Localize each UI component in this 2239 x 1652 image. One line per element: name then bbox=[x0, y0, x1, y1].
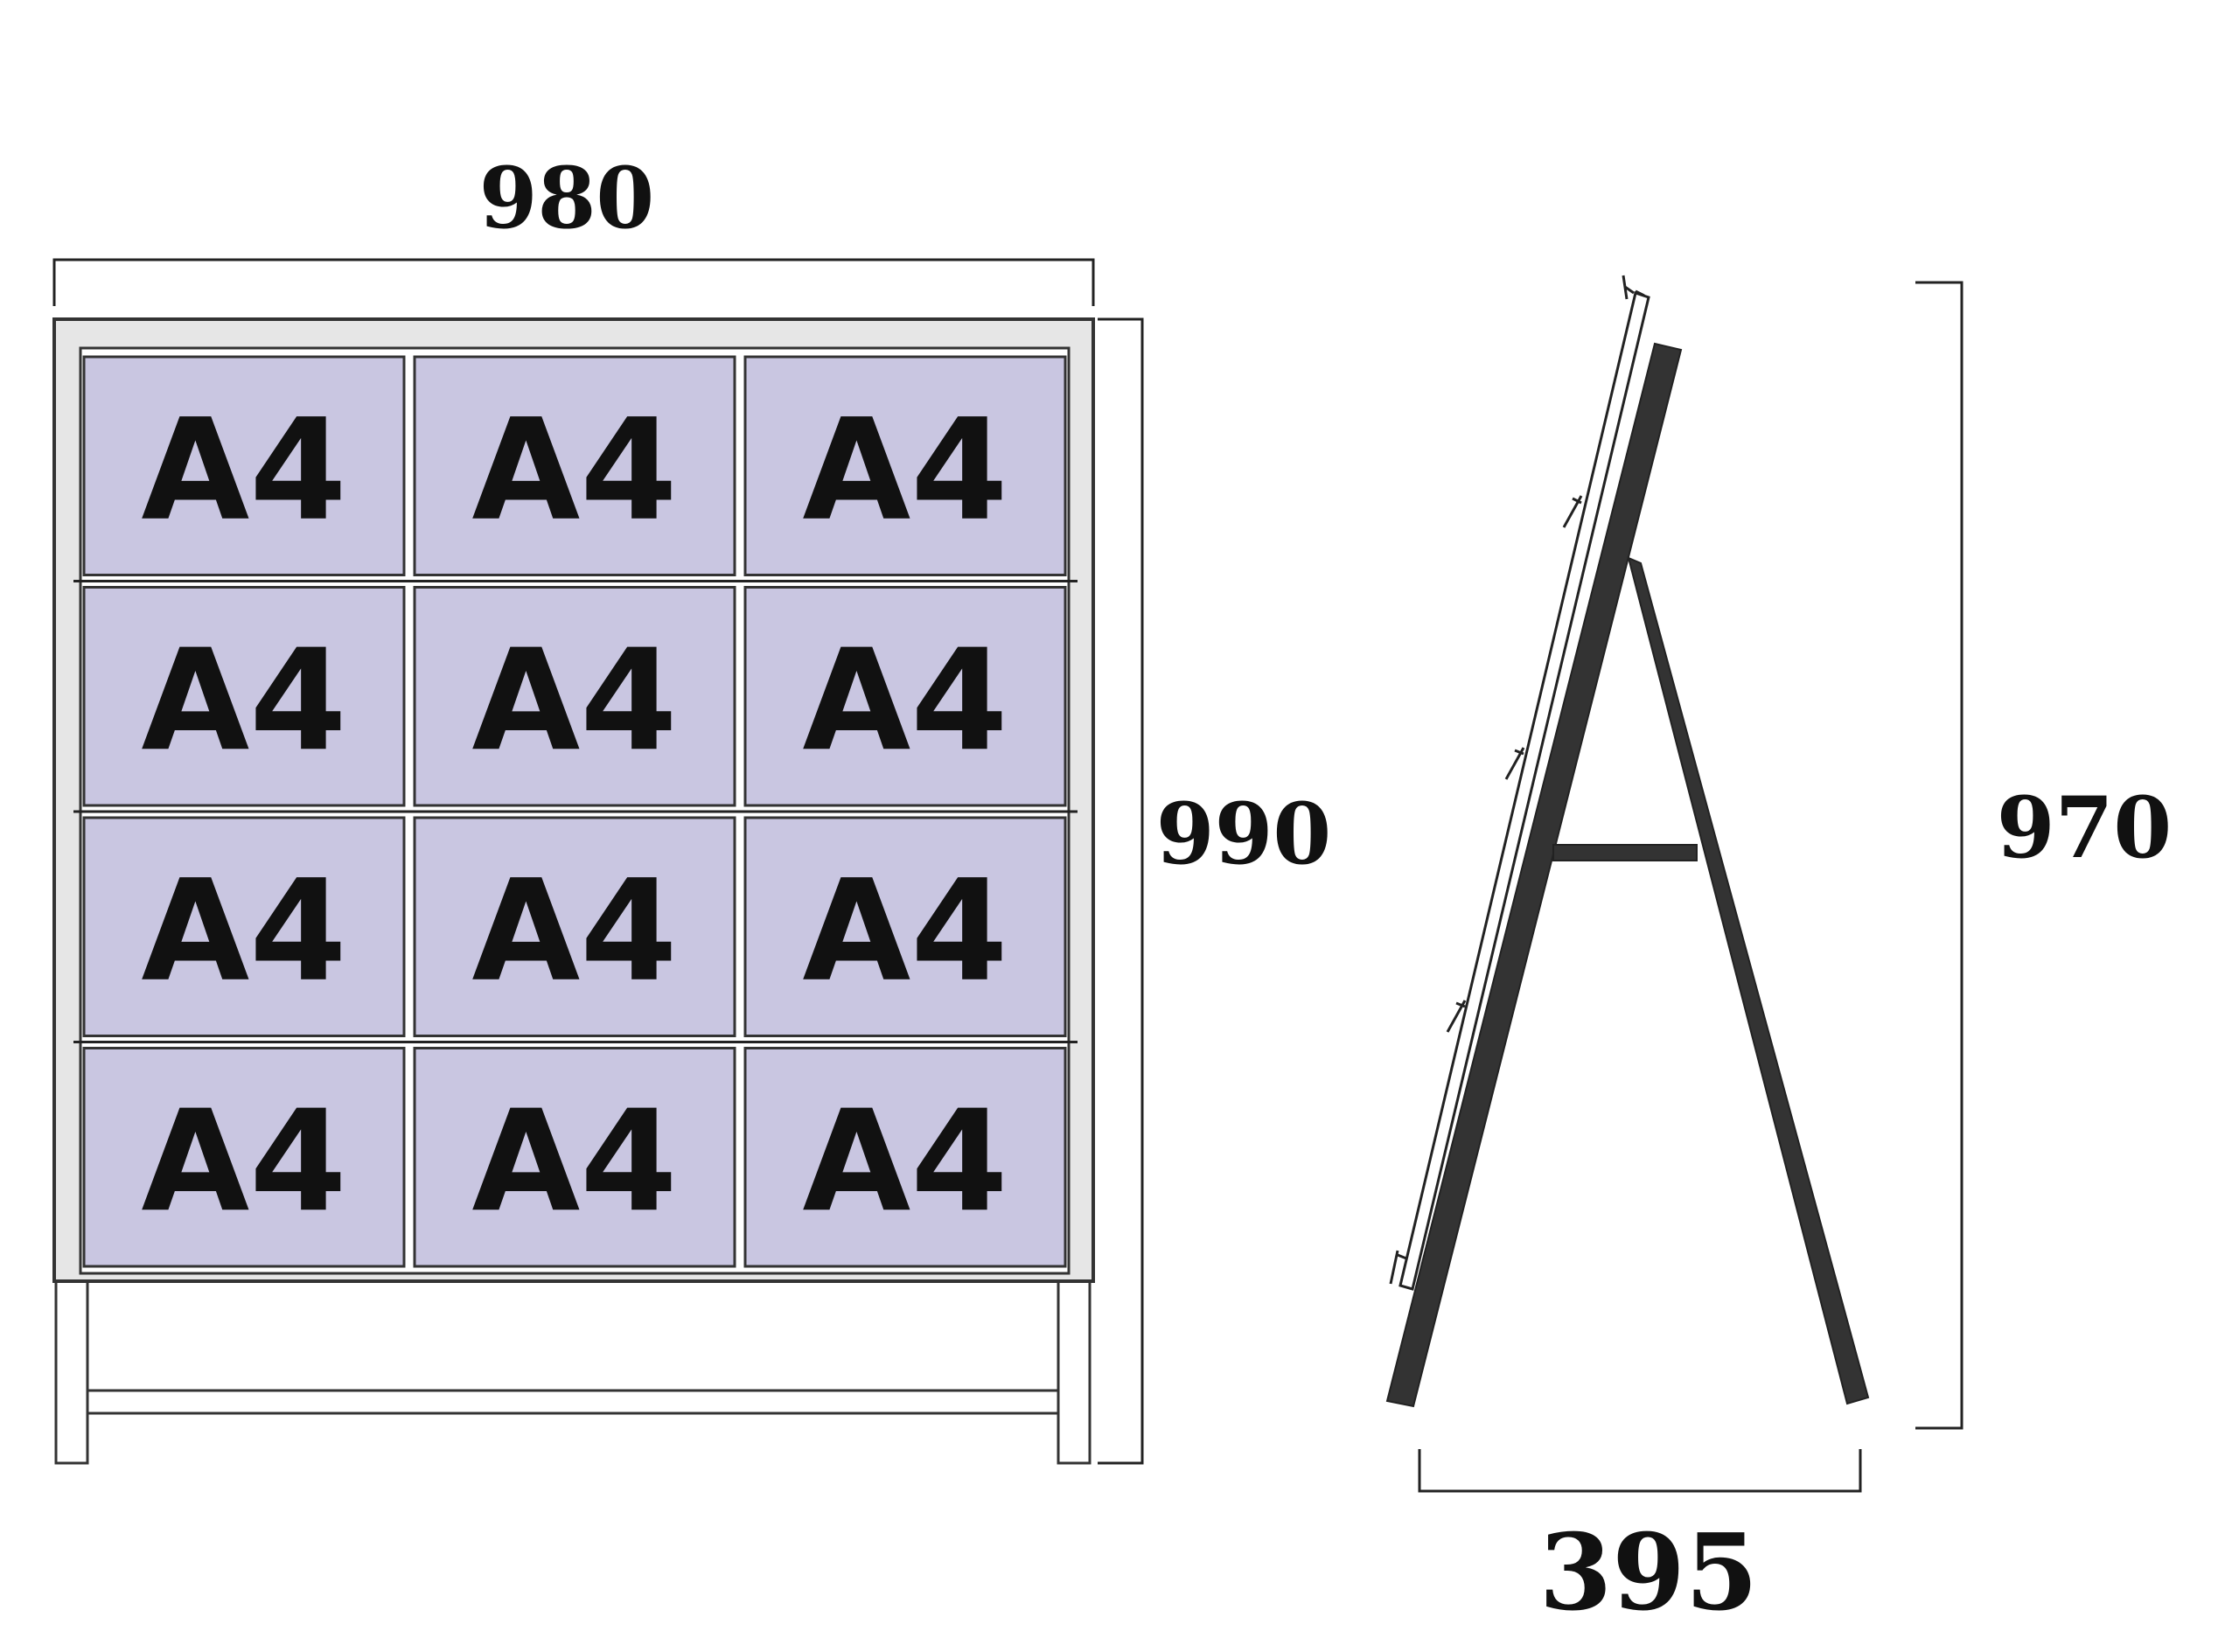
a4-pocket bbox=[82, 355, 406, 576]
a4-pocket bbox=[413, 586, 736, 807]
a4-pocket-label: A4 bbox=[802, 849, 1008, 1013]
height-dimension-label: 990 bbox=[1156, 784, 1331, 883]
a4-pocket bbox=[82, 816, 406, 1037]
side-height-dimension-line bbox=[1915, 281, 1963, 1430]
a4-pocket-label: A4 bbox=[802, 388, 1008, 552]
panel-clip bbox=[1446, 1000, 1467, 1033]
a4-pocket-label: A4 bbox=[471, 618, 677, 782]
a4-pocket-label: A4 bbox=[141, 1079, 346, 1243]
panel-clip bbox=[1622, 275, 1645, 300]
height-dimension-line bbox=[1098, 317, 1144, 1465]
panel-clip bbox=[1504, 747, 1525, 780]
a4-pocket-label: A4 bbox=[802, 1079, 1008, 1243]
a4-pocket-label: A4 bbox=[471, 849, 677, 1013]
width-dimension-label: 980 bbox=[479, 149, 654, 247]
a4-pocket bbox=[743, 1047, 1067, 1268]
depth-dimension-line bbox=[1418, 1449, 1862, 1493]
panel-clips bbox=[1389, 275, 1645, 1285]
a4-pocket bbox=[743, 816, 1067, 1037]
a4-pocket bbox=[413, 816, 736, 1037]
a4-pocket bbox=[82, 586, 406, 807]
bottom-crossbar bbox=[86, 1389, 1060, 1415]
panel-clip bbox=[1389, 1250, 1407, 1285]
a4-pocket-label: A4 bbox=[471, 388, 677, 552]
depth-dimension-label: 395 bbox=[1539, 1511, 1759, 1635]
left-leg bbox=[54, 1279, 89, 1465]
width-dimension-line bbox=[52, 258, 1095, 306]
a4-pocket-label: A4 bbox=[141, 618, 346, 782]
side-height-dimension-label: 970 bbox=[1997, 778, 2172, 877]
a4-pocket bbox=[82, 1047, 406, 1268]
side-front-leg bbox=[1385, 342, 1683, 1408]
a4-pocket bbox=[413, 355, 736, 576]
a4-pocket bbox=[743, 355, 1067, 576]
side-crossbar bbox=[1552, 844, 1698, 861]
side-rear-leg bbox=[1627, 556, 1870, 1405]
a4-pocket bbox=[743, 586, 1067, 807]
side-view: 970 395 bbox=[1385, 275, 2172, 1635]
a4-pocket bbox=[413, 1047, 736, 1268]
panel-clip bbox=[1562, 495, 1583, 528]
right-leg bbox=[1057, 1279, 1092, 1465]
side-display-panel bbox=[1399, 291, 1650, 1291]
a4-pocket-label: A4 bbox=[471, 1079, 677, 1243]
a4-pocket-label: A4 bbox=[802, 618, 1008, 782]
a4-pocket-label: A4 bbox=[141, 849, 346, 1013]
a4-pocket-label: A4 bbox=[141, 388, 346, 552]
